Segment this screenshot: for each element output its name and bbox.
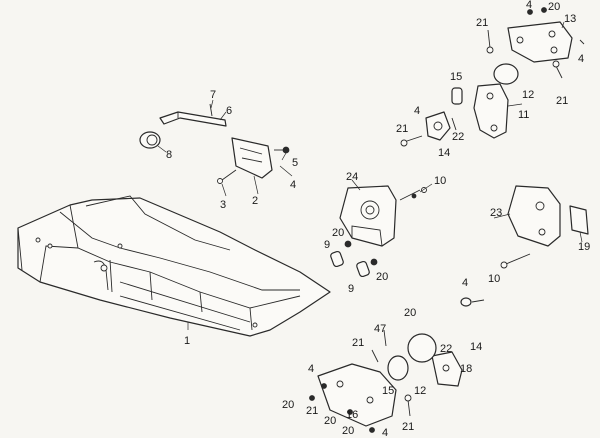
callout-4: 4 bbox=[462, 277, 468, 289]
callout-20: 20 bbox=[342, 425, 354, 437]
small-nuts-part bbox=[309, 383, 375, 433]
callout-14: 14 bbox=[438, 147, 450, 159]
callout-21: 21 bbox=[556, 95, 568, 107]
callout-16: 16 bbox=[346, 409, 358, 421]
hinge-bracket-24-part bbox=[339, 185, 397, 247]
bolt-7-part bbox=[209, 103, 213, 117]
handle-bar-part bbox=[159, 111, 227, 127]
pin-15b-part bbox=[387, 355, 409, 381]
bolt-21a-part bbox=[486, 29, 494, 54]
callout-4: 4 bbox=[578, 53, 584, 65]
disc-12b-part bbox=[407, 333, 437, 363]
callout-labels: 1 2 3 4 5 6 7 8 24 10 9 20 9 20 4 20 13 … bbox=[166, 0, 590, 438]
callout-20: 20 bbox=[404, 307, 416, 319]
callout-3: 3 bbox=[220, 199, 226, 211]
callout-10: 10 bbox=[488, 273, 500, 285]
callout-21: 21 bbox=[306, 405, 318, 417]
grip-cap-part bbox=[139, 131, 161, 149]
frame-tub-part bbox=[17, 195, 331, 337]
callout-23: 23 bbox=[490, 207, 502, 219]
callout-18: 18 bbox=[460, 363, 472, 375]
callout-24: 24 bbox=[346, 171, 358, 183]
bolt-3-part bbox=[217, 169, 237, 184]
callout-6: 6 bbox=[226, 105, 232, 117]
bolt-10a-part bbox=[399, 187, 427, 201]
leader-lines bbox=[157, 21, 583, 330]
plate-19-part bbox=[569, 205, 589, 235]
washer-20a-part bbox=[344, 240, 352, 248]
callout-7: 7 bbox=[210, 89, 216, 101]
bracket-23-part bbox=[507, 185, 561, 247]
nut-5-part bbox=[274, 146, 290, 154]
mount-plate-13-part bbox=[507, 7, 573, 63]
callout-15: 15 bbox=[382, 385, 394, 397]
callout-9: 9 bbox=[348, 283, 354, 295]
callout-20: 20 bbox=[282, 399, 294, 411]
bolt-22a-part bbox=[451, 117, 457, 131]
callout-22: 22 bbox=[440, 343, 452, 355]
callout-1: 1 bbox=[184, 335, 190, 347]
washer-20b-part bbox=[370, 258, 378, 266]
bolt-21f-part bbox=[404, 394, 412, 417]
callout-19: 19 bbox=[578, 241, 590, 253]
plate-14a-part bbox=[425, 111, 451, 141]
bolt-21d-part bbox=[371, 349, 379, 363]
callout-20: 20 bbox=[332, 227, 344, 239]
bolt-21c-part bbox=[400, 135, 423, 147]
callout-21: 21 bbox=[402, 421, 414, 433]
bracket-plate-2-part bbox=[231, 137, 273, 179]
bracket-11-part bbox=[473, 83, 509, 139]
washer-4e-part bbox=[460, 297, 485, 307]
callout-11: 11 bbox=[518, 109, 529, 121]
pin-15a-part bbox=[451, 87, 463, 105]
callout-8: 8 bbox=[166, 149, 172, 161]
callout-9: 9 bbox=[324, 239, 330, 251]
bracket-18-part bbox=[431, 351, 463, 387]
callout-4: 4 bbox=[526, 0, 532, 11]
callout-5: 5 bbox=[292, 157, 298, 169]
callout-47: 47 bbox=[374, 323, 386, 335]
callout-12: 12 bbox=[414, 385, 426, 397]
callout-13: 13 bbox=[564, 13, 576, 25]
callout-21: 21 bbox=[476, 17, 488, 29]
callout-22: 22 bbox=[452, 131, 464, 143]
callout-4: 4 bbox=[414, 105, 420, 117]
callout-20: 20 bbox=[548, 1, 560, 13]
callout-4: 4 bbox=[290, 179, 296, 191]
washer-4c-part bbox=[579, 39, 585, 45]
bolt-10b-part bbox=[500, 253, 531, 269]
spacer-9b-part bbox=[356, 260, 370, 278]
callout-4: 4 bbox=[382, 427, 388, 438]
callout-4: 4 bbox=[308, 363, 314, 375]
callout-15: 15 bbox=[450, 71, 462, 83]
callout-10: 10 bbox=[434, 175, 446, 187]
plate-bottom-part bbox=[317, 363, 397, 427]
bolt-21b-part bbox=[552, 60, 563, 79]
callout-12: 12 bbox=[522, 89, 534, 101]
spacer-9a-part bbox=[330, 250, 344, 268]
callout-20: 20 bbox=[324, 415, 336, 427]
callout-21: 21 bbox=[352, 337, 364, 349]
callout-2: 2 bbox=[252, 195, 258, 207]
pin-47-part bbox=[383, 329, 387, 347]
disc-12a-part bbox=[493, 63, 519, 85]
callout-14: 14 bbox=[470, 341, 482, 353]
callout-20: 20 bbox=[376, 271, 388, 283]
callout-21: 21 bbox=[396, 123, 408, 135]
